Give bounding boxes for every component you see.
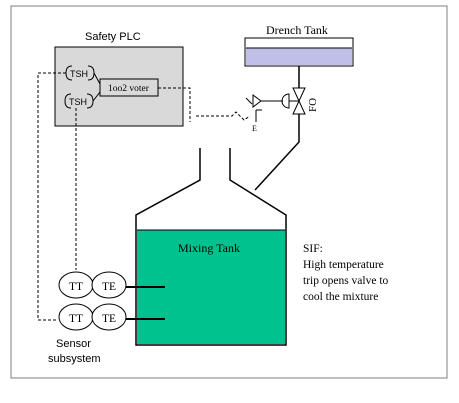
tsh-top-label: TSH xyxy=(70,69,88,79)
tt-bottom-label: TT xyxy=(69,313,83,325)
sensor-pair-bottom: TT TE xyxy=(58,303,165,331)
te-top-label: TE xyxy=(102,281,116,293)
sif-line-2: trip opens valve to xyxy=(303,275,389,287)
sensor-caption-1: Sensor xyxy=(56,338,91,350)
drench-tank-fill xyxy=(246,48,352,65)
signal-wiring xyxy=(37,72,251,321)
sensor-pair-top: TT TE xyxy=(58,271,165,299)
drench-pipe-lower xyxy=(254,114,300,191)
voter-link-bottom xyxy=(92,91,101,102)
voter-link-top xyxy=(93,72,101,85)
fail-open-label: FO xyxy=(307,98,319,112)
drench-tank-label: Drench Tank xyxy=(266,23,328,37)
voter-label: 1oo2 voter xyxy=(108,84,150,94)
sensor-caption-2: subsystem xyxy=(48,353,101,365)
tsh-bottom-label: TSH xyxy=(69,97,87,107)
solenoid-label: E xyxy=(252,124,257,133)
mixing-tank-label: Mixing Tank xyxy=(178,241,240,255)
solenoid-actuator xyxy=(245,94,283,122)
sif-line-1: High temperature xyxy=(303,259,384,271)
te-bottom-label: TE xyxy=(102,313,116,325)
sif-title: SIF: xyxy=(303,243,323,255)
sif-line-3: cool the mixture xyxy=(303,291,378,303)
plc-title: Safety PLC xyxy=(85,31,141,43)
tt-top-label: TT xyxy=(69,281,83,293)
